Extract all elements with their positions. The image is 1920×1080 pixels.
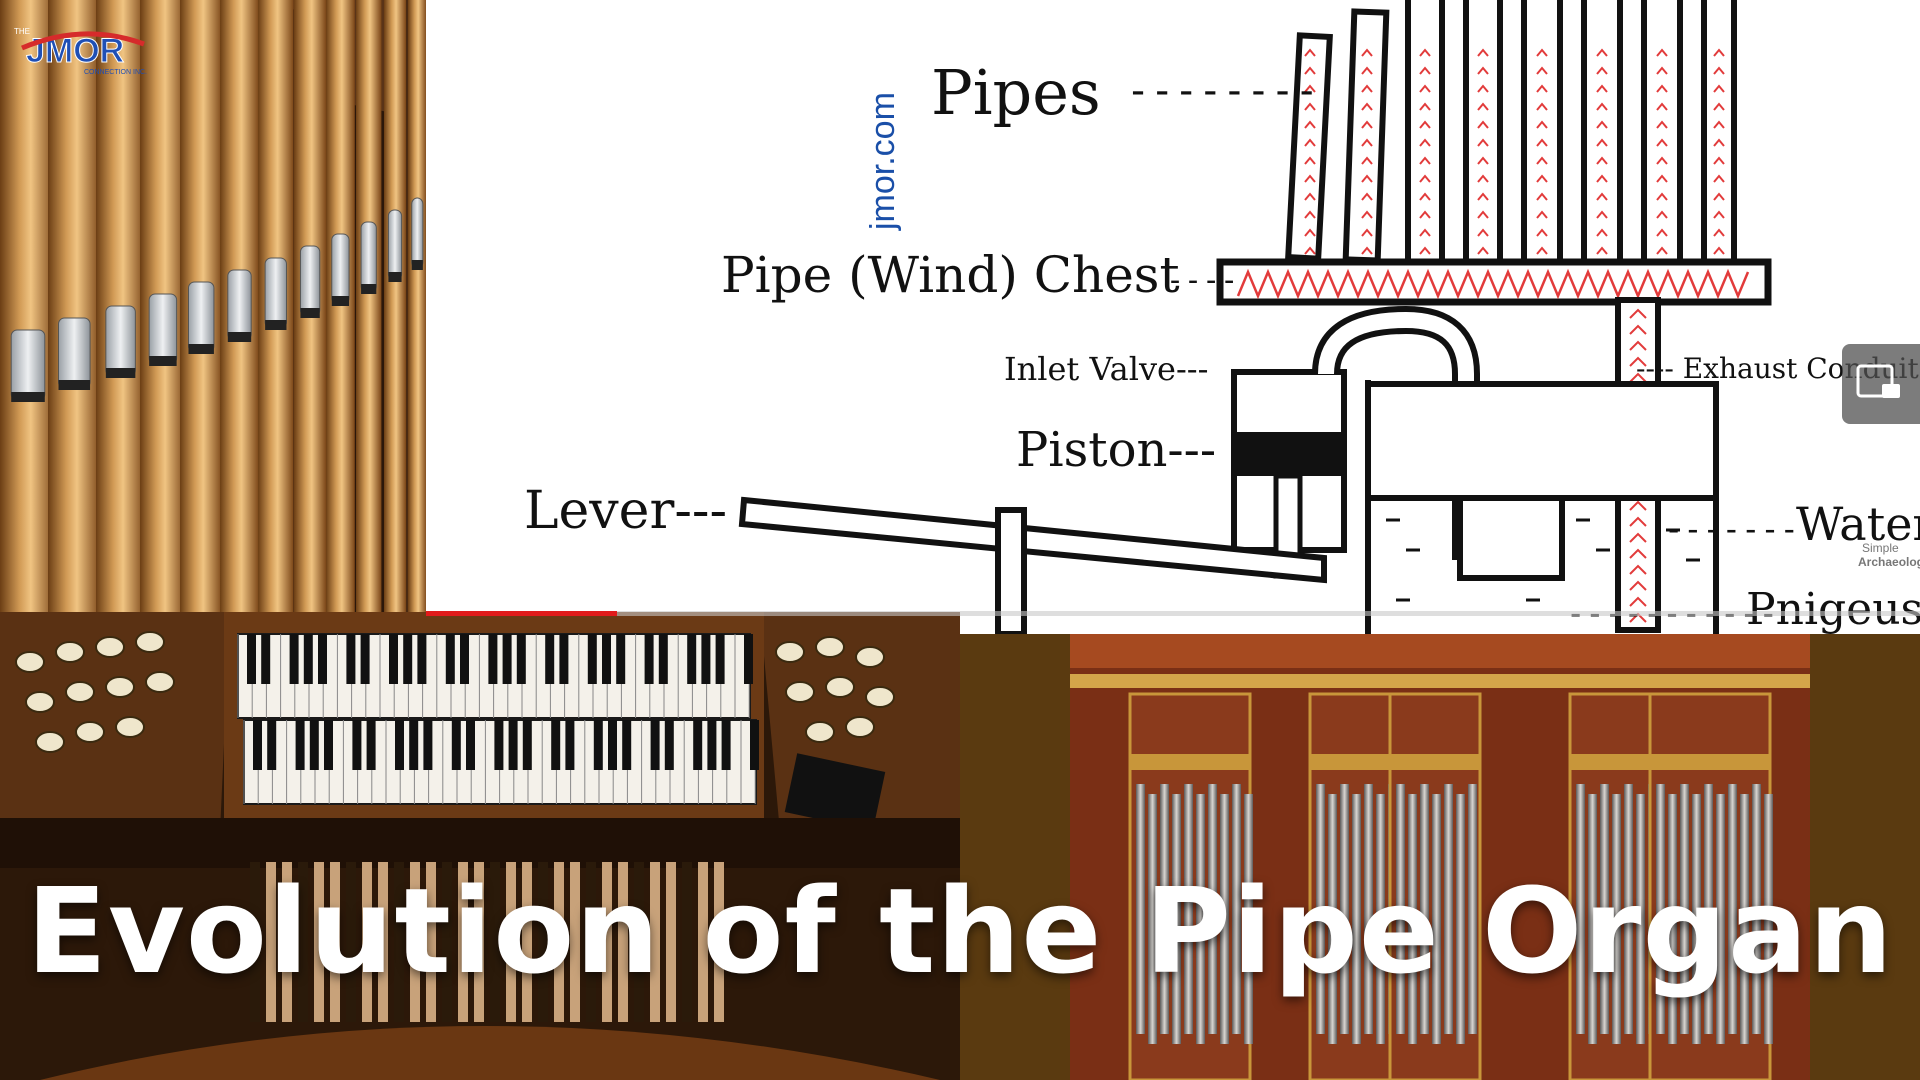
site-watermark: jmor.com [864,20,904,240]
cathedral-organ-photo [960,634,1920,1080]
video-progress-fill [426,611,618,616]
label-lever: Lever--- [524,481,727,541]
video-progress-bar[interactable] [426,611,1920,616]
logo-connection-text: CONNECTION INC. [84,69,147,76]
miniplayer-button[interactable] [1842,344,1920,424]
credit-archaeology: Archaeology [1858,555,1920,569]
label-pipes: Pipes [931,56,1101,129]
credit-simple: Simple [1862,541,1899,555]
label-piston: Piston--- [1016,422,1216,478]
logo-the-text: THE [14,27,30,36]
svg-text:----: ---- [1166,263,1238,298]
svg-text:--------: -------- [1126,68,1319,114]
svg-text:-------: ------- [1664,510,1799,548]
label-inlet-valve: Inlet Valve--- [1004,350,1208,388]
hydraulis-diagram: Pipes -------- Pipe (Wind) Chest ---- In… [426,0,1920,634]
organ-console-photo [0,612,960,1080]
organ-pipes-photo: THE JMOR CONNECTION INC. [0,0,426,612]
page-title: Evolution of the Pipe Organ [26,862,1894,1000]
label-water: Water [1796,497,1920,551]
jmor-logo: THE JMOR CONNECTION INC. [14,18,154,78]
label-pnigeus: Pnigeus [1746,584,1920,634]
label-wind-chest: Pipe (Wind) Chest [721,246,1180,304]
site-watermark-text: jmor.com [864,92,902,231]
miniplayer-icon [1856,364,1900,398]
